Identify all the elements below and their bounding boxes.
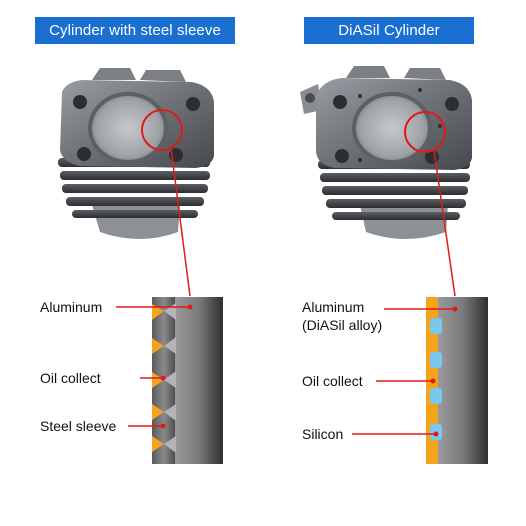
label-steel-sleeve-left: Steel sleeve (40, 418, 117, 434)
left-cylinder-image (58, 68, 214, 239)
label-oil-collect-right: Oil collect (302, 373, 363, 389)
label-diasil-alloy-right: (DiASil alloy) (302, 317, 383, 333)
label-aluminum-left: Aluminum (40, 299, 103, 315)
right-panel-title: DiASil Cylinder (304, 17, 474, 44)
left-panel-title: Cylinder with steel sleeve (35, 17, 235, 44)
right-zoom-line (433, 149, 456, 297)
right-cross-section (426, 297, 488, 464)
label-oil-collect-left: Oil collect (40, 370, 101, 386)
label-silicon-right: Silicon (302, 426, 344, 442)
right-cylinder-image (300, 66, 472, 239)
left-cross-section (152, 297, 223, 464)
label-aluminum-right: Aluminum (302, 299, 365, 315)
left-zoom-line (170, 147, 191, 297)
